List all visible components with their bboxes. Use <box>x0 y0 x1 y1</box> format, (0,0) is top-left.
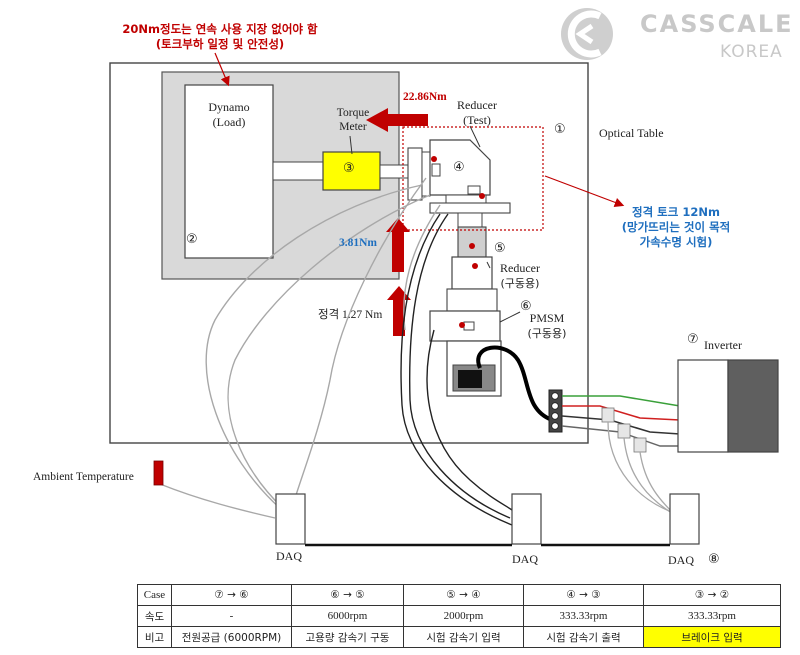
note-right-line2: (망가뜨리는 것이 목적 <box>621 220 731 234</box>
marker-4: ④ <box>453 160 465 175</box>
daq-box-left <box>275 493 306 545</box>
table-cell: ③ → ② <box>643 584 781 606</box>
table-cell: ⑤ → ④ <box>403 584 524 606</box>
table-cell-highlight: 브레이크 입력 <box>643 626 781 648</box>
casscale-logo-icon <box>561 8 613 60</box>
dynamo-label-line1: Dynamo <box>208 100 250 114</box>
pmsm-label-line2: (구동용) <box>527 327 567 340</box>
daq-box-middle <box>511 493 542 545</box>
table-cell: Case <box>137 584 172 606</box>
daq-label-middle: DAQ <box>512 552 538 566</box>
sensor-cables <box>159 177 441 519</box>
torque-meter-label-line1: Torque <box>336 107 370 119</box>
table-cell: 고용량 감속기 구동 <box>291 626 404 648</box>
test-zone-outline <box>402 126 544 231</box>
table-cell: ④ → ③ <box>523 584 644 606</box>
wire-red <box>562 405 681 421</box>
marker-1: ① <box>554 122 566 137</box>
reducer-test-label-line2: (Test) <box>463 113 491 127</box>
table-cell: 333.33rpm <box>523 605 644 627</box>
ambient-temperature-sensor <box>153 460 164 486</box>
reducer-test-label: Reducer (Test) <box>450 98 504 128</box>
note-top-line1: 20Nm정도는 연속 사용 지장 없어야 함 <box>122 22 318 36</box>
pointer-reducer-drive <box>486 261 491 269</box>
note-right-line3: 가속수명 시험) <box>639 235 713 249</box>
drive-reducer-assembly <box>446 226 498 312</box>
daq-label-left: DAQ <box>276 549 302 563</box>
power-cable <box>476 345 553 422</box>
reducer-drive-label-line2: (구동용) <box>500 277 540 290</box>
table-cell: ⑥ → ⑤ <box>291 584 404 606</box>
torque-arrow-upper <box>366 108 428 132</box>
logo-secondary-text: KOREA <box>720 42 783 62</box>
pointer-reducer-test <box>469 125 481 148</box>
torque-value-middle: 3.81Nm <box>339 237 378 249</box>
marker-7: ⑦ <box>687 332 699 347</box>
current-sensor-2 <box>617 423 631 439</box>
table-row-header: Case ⑦ → ⑥ ⑥ → ⑤ ⑤ → ④ ④ → ③ ③ → ② <box>137 584 781 606</box>
table-cell: 6000rpm <box>291 605 404 627</box>
table-row-speed: 속도 - 6000rpm 2000rpm 333.33rpm 333.33rpm <box>137 605 781 627</box>
pointer-torque-meter <box>349 135 353 155</box>
note-top: 20Nm정도는 연속 사용 지장 없어야 함 (토크부하 일정 및 안전성) <box>95 22 345 52</box>
callout-line-right <box>544 175 625 207</box>
current-sensor-1 <box>601 407 615 423</box>
pmsm-motor <box>429 310 502 397</box>
optical-table-label: Optical Table <box>599 126 664 140</box>
note-right-line1: 정격 토크 12Nm <box>632 205 720 219</box>
reducer-test-label-line1: Reducer <box>457 98 497 112</box>
dynamo-label-line2: (Load) <box>212 115 246 129</box>
current-sensor-3 <box>633 437 647 453</box>
logo-primary-text: CASSCALE <box>640 10 794 38</box>
table-cell: 2000rpm <box>403 605 524 627</box>
pmsm-label-line1: PMSM <box>529 311 565 325</box>
torque-meter-label-line2: Meter <box>339 121 367 133</box>
callout-line-top <box>214 52 230 87</box>
motor-cables <box>400 213 513 526</box>
pmsm-label: PMSM (구동용) <box>517 311 577 341</box>
table-row-remark: 비고 전원공급 (6000RPM) 고용량 감속기 구동 시험 감속기 입력 시… <box>137 626 781 648</box>
case-table: Case ⑦ → ⑥ ⑥ → ⑤ ⑤ → ④ ④ → ③ ③ → ② 속도 - … <box>137 584 781 648</box>
wire-green <box>562 395 681 407</box>
note-top-line2: (토크부하 일정 및 안전성) <box>155 37 285 51</box>
dynamo-label: Dynamo (Load) <box>190 100 268 130</box>
marker-6: ⑥ <box>520 299 532 314</box>
table-cell: 시험 감속기 출력 <box>523 626 644 648</box>
reducer-drive-label: Reducer (구동용) <box>490 261 550 291</box>
pointer-pmsm <box>499 311 521 323</box>
daq-box-right <box>669 493 700 545</box>
marker-5: ⑤ <box>494 241 506 256</box>
marker-3: ③ <box>343 161 355 176</box>
daq-label-right: DAQ <box>668 553 694 567</box>
table-cell: 속도 <box>137 605 172 627</box>
torque-value-upper: 22.86Nm <box>403 91 447 103</box>
table-cell: 전원공급 (6000RPM) <box>171 626 292 648</box>
terminal-block <box>548 389 563 433</box>
table-cell: 333.33rpm <box>643 605 781 627</box>
torque-arrow-middle <box>386 218 410 272</box>
test-reducer-assembly <box>407 139 511 228</box>
table-cell: ⑦ → ⑥ <box>171 584 292 606</box>
note-right: 정격 토크 12Nm (망가뜨리는 것이 목적 가속수명 시험) <box>596 205 756 250</box>
marker-2: ② <box>186 232 198 247</box>
reducer-drive-label-line1: Reducer <box>500 261 540 275</box>
table-cell: - <box>171 605 292 627</box>
inverter-box <box>677 359 779 453</box>
ambient-temperature-label: Ambient Temperature <box>33 471 134 483</box>
marker-8: ⑧ <box>708 552 720 567</box>
inverter-label: Inverter <box>704 338 742 352</box>
table-cell: 시험 감속기 입력 <box>403 626 524 648</box>
torque-value-lower: 정격 1.27 Nm <box>318 309 383 321</box>
table-cell: 비고 <box>137 626 172 648</box>
shaft-right <box>379 164 411 179</box>
torque-meter-label: Torque Meter <box>328 106 378 134</box>
dynamo-box <box>184 84 274 259</box>
shaft-left <box>272 161 324 181</box>
